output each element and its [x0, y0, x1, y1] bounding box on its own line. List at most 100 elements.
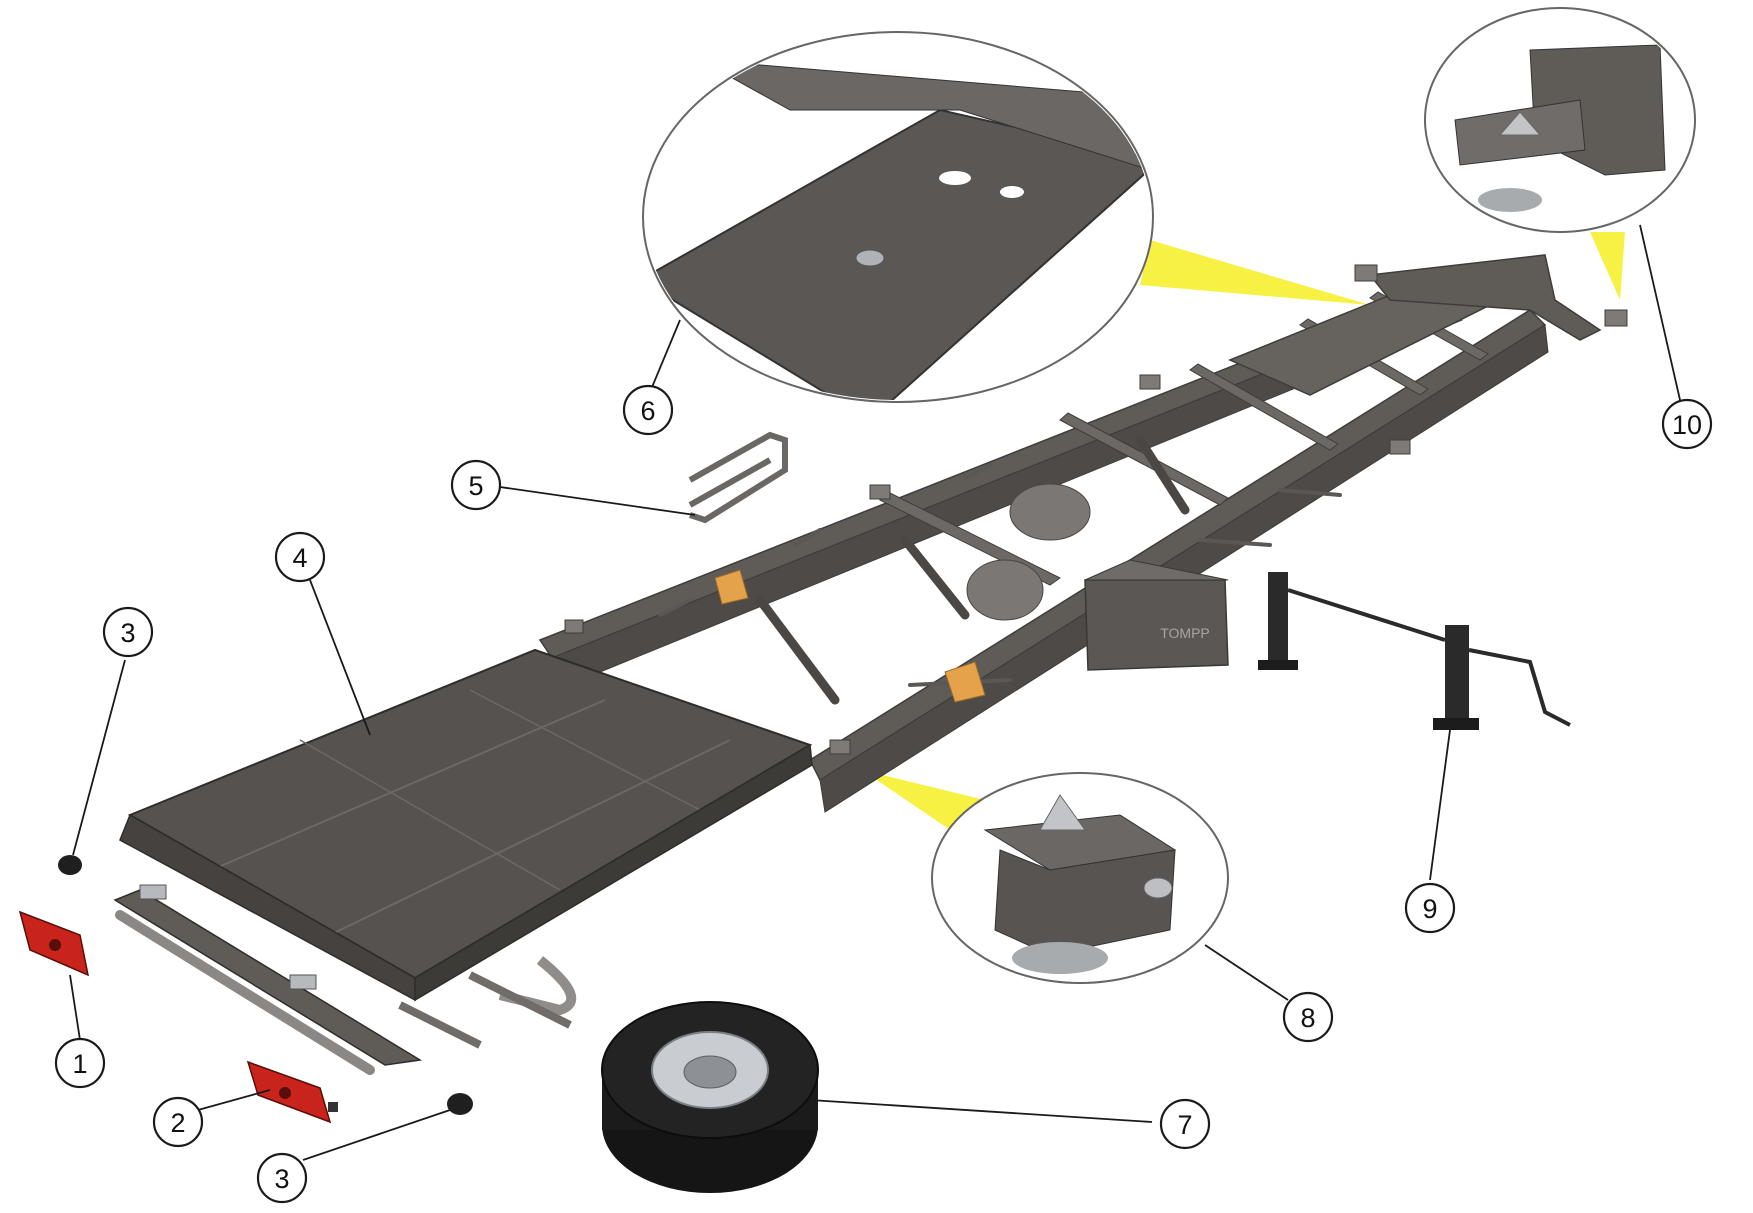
leader-5: [499, 486, 696, 516]
front-bolster: [1368, 254, 1602, 341]
lens-8-handle: [1143, 877, 1173, 899]
landing-foot: [1258, 660, 1298, 670]
twistlock-casting: [1389, 439, 1411, 455]
lens-8-twist: [1012, 942, 1108, 974]
tool-box-lettering: TOMPP: [1160, 625, 1210, 641]
deck-seam: [329, 739, 731, 936]
end-cap-right: [447, 1093, 473, 1115]
callout-4: 4: [274, 531, 326, 583]
chassis-frame: TOMPP: [538, 254, 1628, 813]
lens-10-cone: [1498, 111, 1542, 136]
callout-2: 2: [152, 1096, 204, 1148]
leader-lines: [69, 224, 1681, 1161]
landing-leg: [1445, 625, 1469, 725]
rear-light-left: [18, 910, 90, 977]
callout-2-label: 2: [170, 1108, 185, 1138]
outrigger-bar: [1278, 488, 1342, 497]
twistlock-casting: [1354, 264, 1378, 282]
rear-marker-lamp: [289, 974, 317, 990]
leader-3b: [302, 1109, 451, 1161]
detail-lens-10: [1424, 7, 1696, 233]
landing-foot: [1433, 718, 1479, 730]
diagonal-brace: [755, 595, 840, 705]
callout-3a: 3: [102, 606, 154, 658]
diagonal-brace: [900, 535, 970, 620]
callout-6: 6: [622, 384, 674, 436]
rear-light-right: [246, 1060, 338, 1124]
lens-8-body: [994, 849, 1176, 956]
outrigger-bar: [963, 463, 992, 480]
beam-detail-10: [1590, 232, 1625, 300]
rear-deck-plate: [113, 648, 813, 1075]
under-rail: [468, 971, 572, 1029]
lens-6-beam: [699, 59, 1151, 171]
callout-1: 1: [54, 1037, 106, 1089]
crank-handle: [1468, 648, 1571, 727]
landing-leg: [1268, 572, 1288, 667]
leader-10: [1639, 224, 1681, 401]
callout-7: 7: [1159, 1098, 1211, 1150]
callout-8: 8: [1282, 991, 1334, 1043]
landing-gear: [1258, 572, 1571, 730]
leader-9: [1429, 729, 1451, 881]
callout-9-label: 9: [1422, 894, 1437, 924]
lens-6-plate: [645, 108, 1151, 400]
rear-marker-lamp: [139, 884, 167, 900]
air-tank: [966, 559, 1044, 621]
orange-rubber-pad: [714, 569, 749, 605]
kingpin: [855, 249, 885, 267]
rear-underrun: [113, 889, 423, 1066]
callout-10: 10: [1661, 398, 1713, 450]
twistlock-casting: [1604, 309, 1628, 327]
lens-10-lever: [1478, 188, 1542, 212]
callout-3b: 3: [256, 1152, 308, 1204]
leader-6: [649, 319, 681, 393]
detail-lens-6: [642, 31, 1154, 403]
leader-1: [69, 974, 81, 1041]
beam-detail-6: [1140, 240, 1370, 305]
cross-member: [1189, 363, 1339, 451]
under-tube: [498, 956, 577, 1016]
callout-1-label: 1: [72, 1049, 87, 1079]
callout-5: 5: [450, 459, 502, 511]
callout-10-label: 10: [1672, 410, 1702, 440]
leader-4: [309, 579, 371, 736]
deck-seam: [199, 699, 606, 876]
leader-2: [197, 1089, 271, 1111]
twistlock-casting: [1139, 374, 1161, 390]
diagonal-brace: [1135, 435, 1190, 515]
deck-seam: [469, 689, 701, 811]
wheel-hub: [683, 1055, 737, 1089]
deck-seam: [299, 739, 561, 891]
twistlock-casting: [564, 619, 584, 634]
rear-bumper-bar: [115, 910, 375, 1075]
mud-flap-bracket: [688, 431, 788, 524]
leader-3a: [72, 659, 126, 856]
callout-7-label: 7: [1177, 1110, 1192, 1140]
callout-4-label: 4: [292, 543, 307, 573]
leader-8: [1204, 944, 1289, 1001]
twistlock-casting: [829, 739, 851, 755]
callout-5-label: 5: [468, 471, 483, 501]
lens-6-hole: [939, 171, 971, 185]
outrigger-bar: [793, 528, 822, 547]
callout-3b-label: 3: [274, 1164, 289, 1194]
spare-wheel: [601, 1001, 819, 1193]
lens-6-hole: [1000, 186, 1024, 198]
outrigger-bar: [658, 598, 692, 617]
right-side-rail-web: [819, 324, 1549, 813]
callout-6-label: 6: [640, 396, 655, 426]
outrigger-bar: [1198, 538, 1272, 547]
air-tank: [1009, 483, 1091, 541]
callout-9: 9: [1404, 882, 1456, 934]
lens-8-cone: [1039, 794, 1086, 831]
callout-8-label: 8: [1300, 1003, 1315, 1033]
detail-lens-8: [931, 772, 1229, 984]
leader-7: [809, 1099, 1153, 1123]
end-cap-left: [58, 855, 82, 875]
cross-shaft: [1287, 588, 1446, 642]
twistlock-casting: [869, 484, 891, 500]
callout-3a-label: 3: [120, 618, 135, 648]
deck-side-edge: [414, 743, 813, 1002]
